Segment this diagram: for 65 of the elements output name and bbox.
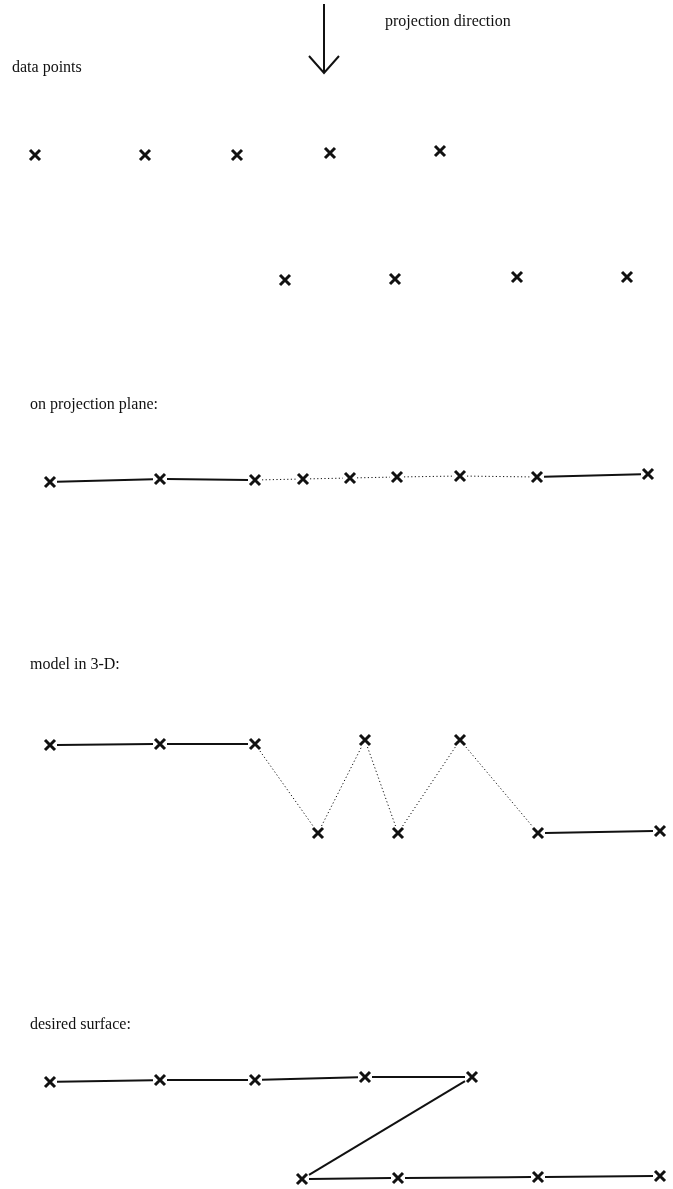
section-label: data points: [12, 58, 82, 76]
cross-mark: [229, 147, 245, 163]
dotted-line: [367, 746, 396, 827]
connector-line: [308, 1080, 466, 1176]
cross-mark: [42, 737, 58, 753]
dotted-line: [466, 475, 531, 478]
cross-mark: [152, 736, 168, 752]
cross-mark: [277, 272, 293, 288]
connector-line: [56, 478, 154, 483]
cross-mark: [152, 1072, 168, 1088]
dotted-line: [465, 746, 533, 827]
cross-mark: [322, 145, 338, 161]
cross-mark: [530, 1169, 546, 1185]
connector-line: [544, 830, 654, 834]
cross-mark: [452, 732, 468, 748]
cross-mark: [529, 469, 545, 485]
cross-mark: [390, 1170, 406, 1186]
cross-mark: [342, 470, 358, 486]
section-label: desired surface:: [30, 1015, 131, 1033]
dotted-line: [309, 477, 344, 480]
cross-mark: [137, 147, 153, 163]
section-label: model in 3-D:: [30, 655, 120, 673]
cross-mark: [42, 474, 58, 490]
connector-line: [371, 1076, 466, 1078]
cross-mark: [27, 147, 43, 163]
cross-mark: [387, 271, 403, 287]
cross-mark: [247, 1072, 263, 1088]
cross-mark: [357, 1069, 373, 1085]
cross-mark: [389, 469, 405, 485]
cross-mark: [452, 468, 468, 484]
dotted-line: [321, 746, 362, 827]
cross-mark: [152, 471, 168, 487]
cross-mark: [295, 471, 311, 487]
connector-line: [166, 743, 249, 745]
cross-mark: [640, 466, 656, 482]
connector-line: [308, 1177, 392, 1180]
connector-line: [404, 1176, 532, 1179]
connector-line: [166, 478, 249, 481]
cross-mark: [432, 143, 448, 159]
cross-mark: [310, 825, 326, 841]
connector-line: [261, 1076, 359, 1081]
cross-mark: [390, 825, 406, 841]
dotted-line: [259, 750, 314, 827]
dotted-line: [261, 478, 297, 481]
arrow-label: projection direction: [385, 12, 511, 30]
dotted-line: [356, 476, 391, 479]
cross-mark: [294, 1171, 310, 1187]
dotted-line: [402, 746, 456, 827]
connector-line: [56, 743, 154, 746]
cross-mark: [652, 823, 668, 839]
dotted-line: [403, 475, 454, 478]
connector-line: [56, 1079, 154, 1083]
cross-mark: [357, 732, 373, 748]
connector-line: [544, 1175, 654, 1178]
connector-line: [166, 1079, 249, 1081]
cross-mark: [530, 825, 546, 841]
cross-mark: [247, 472, 263, 488]
cross-mark: [619, 269, 635, 285]
cross-mark: [509, 269, 525, 285]
section-label: on projection plane:: [30, 395, 158, 413]
cross-mark: [42, 1074, 58, 1090]
cross-mark: [464, 1069, 480, 1085]
connector-line: [543, 473, 642, 478]
cross-mark: [652, 1168, 668, 1184]
cross-mark: [247, 736, 263, 752]
